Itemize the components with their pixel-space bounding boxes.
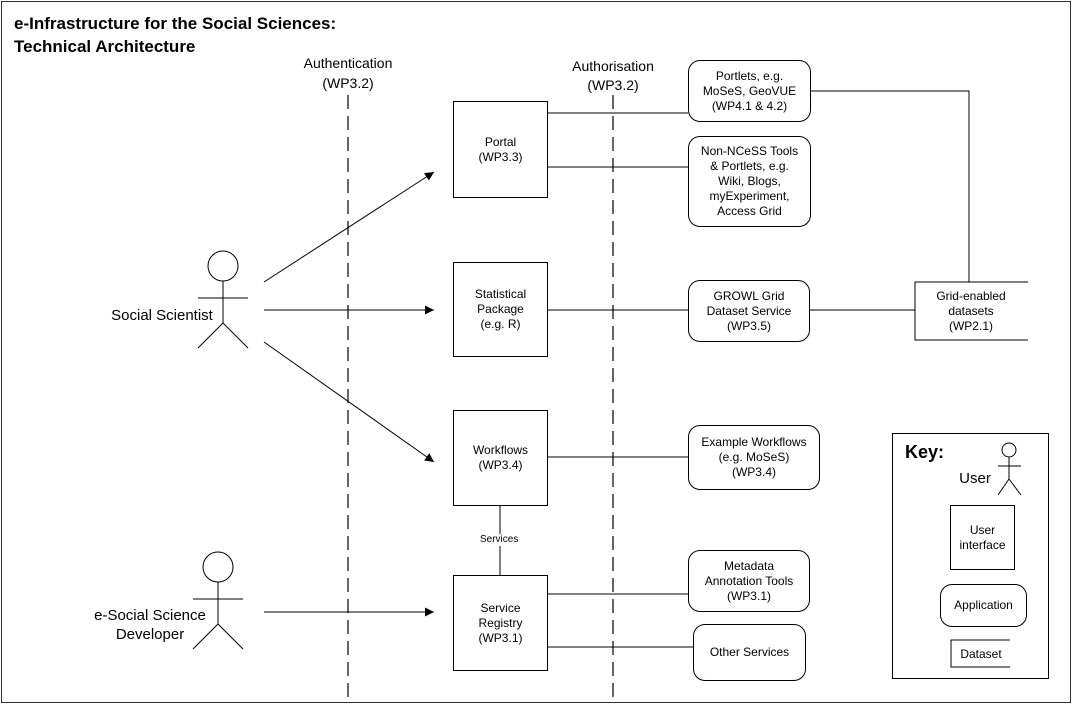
workflows-box: Workflows (WP3.4) bbox=[453, 410, 548, 506]
social-scientist-icon bbox=[197, 250, 249, 349]
link-portlets-datasets bbox=[811, 90, 970, 282]
key-heading: Key: bbox=[905, 442, 945, 462]
key-application-label: Application bbox=[954, 598, 1013, 612]
diagram-title-line1: e-Infrastructure for the Social Sciences… bbox=[14, 14, 337, 33]
growl-label: GROWL Grid Dataset Service (WP3.5) bbox=[706, 288, 792, 333]
diagram-title-line2: Technical Architecture bbox=[14, 37, 196, 56]
other-services-app: Other Services bbox=[693, 624, 806, 681]
other-services-label: Other Services bbox=[709, 645, 790, 659]
portlets-label: Portlets, e.g. MoSeS, GeoVUE (WP4.1 & 4.… bbox=[702, 68, 797, 113]
key-user-label: User bbox=[959, 470, 991, 487]
services-label: Services bbox=[478, 534, 521, 546]
grid-datasets-label: Grid-enabled datasets (WP2.1) bbox=[936, 288, 1006, 333]
social-scientist-label: Social Scientist bbox=[111, 307, 213, 324]
arrow-scientist-to-portal bbox=[263, 171, 435, 283]
authorisation-label: Authorisation bbox=[572, 58, 654, 74]
portal-box: Portal (WP3.3) bbox=[453, 101, 548, 198]
developer-icon bbox=[192, 551, 244, 650]
non-ncess-tools-app: Non-NCeSS Tools & Portlets, e.g. Wiki, B… bbox=[688, 136, 811, 227]
key-user-interface-box: User interface bbox=[950, 505, 1015, 570]
example-workflows-app: Example Workflows (e.g. MoSeS) (WP3.4) bbox=[688, 425, 820, 490]
service-registry-label: Service Registry (WP3.1) bbox=[478, 600, 523, 645]
grid-datasets-shape bbox=[914, 281, 1028, 341]
statistical-package-box: Statistical Package (e.g. R) bbox=[453, 262, 548, 357]
metadata-tools-label: Metadata Annotation Tools (WP3.1) bbox=[704, 558, 794, 603]
key-user-interface-label: User interface bbox=[959, 522, 1006, 552]
developer-label: e-Social Science Developer bbox=[94, 607, 206, 643]
non-ncess-tools-label: Non-NCeSS Tools & Portlets, e.g. Wiki, B… bbox=[700, 144, 799, 218]
key-application-box: Application bbox=[940, 584, 1027, 627]
metadata-tools-app: Metadata Annotation Tools (WP3.1) bbox=[688, 550, 810, 612]
statistical-package-label: Statistical Package (e.g. R) bbox=[474, 287, 527, 331]
portal-label: Portal (WP3.3) bbox=[478, 134, 523, 164]
example-workflows-label: Example Workflows (e.g. MoSeS) (WP3.4) bbox=[701, 435, 807, 479]
authorisation-wp: (WP3.2) bbox=[587, 77, 639, 93]
key-user-icon bbox=[997, 442, 1022, 496]
authentication-label: Authentication bbox=[303, 55, 393, 71]
workflows-label: Workflows (WP3.4) bbox=[472, 443, 529, 472]
portlets-app: Portlets, e.g. MoSeS, GeoVUE (WP4.1 & 4.… bbox=[688, 60, 811, 122]
grid-datasets: Grid-enabled datasets (WP2.1) bbox=[916, 283, 1026, 339]
authentication-wp: (WP3.2) bbox=[322, 75, 374, 91]
key-dataset-label: Dataset bbox=[960, 647, 1002, 661]
growl-app: GROWL Grid Dataset Service (WP3.5) bbox=[688, 280, 810, 342]
key-dataset-shape bbox=[950, 639, 1010, 668]
service-registry-box: Service Registry (WP3.1) bbox=[453, 575, 548, 671]
arrow-scientist-to-workflows bbox=[263, 341, 435, 463]
